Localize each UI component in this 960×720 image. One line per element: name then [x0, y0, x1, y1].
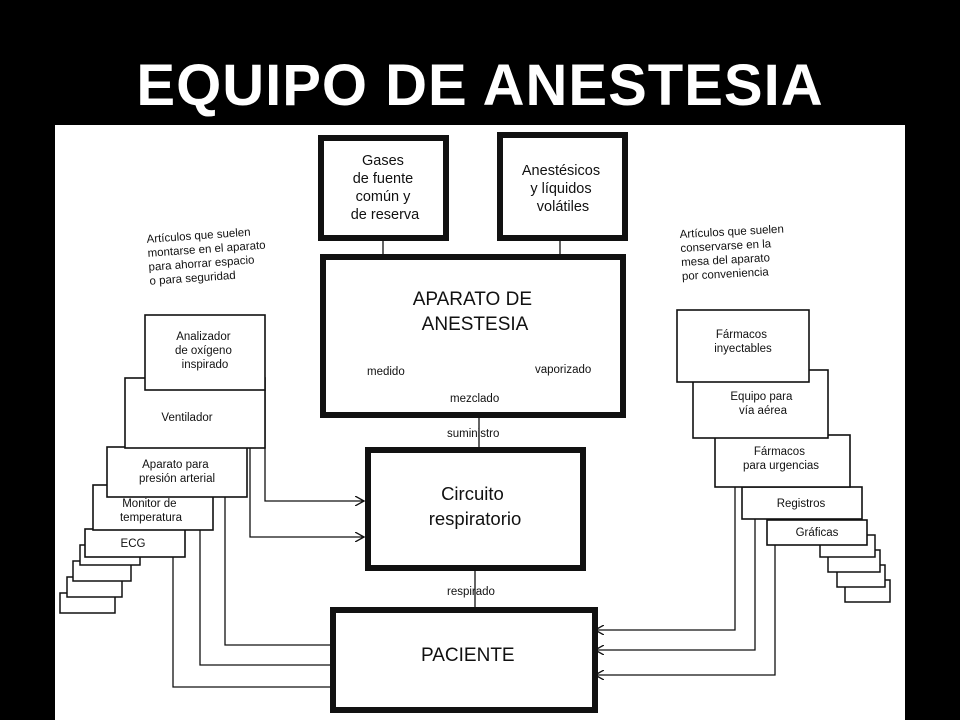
- svg-text:Anestésicos y líquidos: Anestésicos y líquidos volátiles: [522, 163, 604, 215]
- farmacos-line-2: inyectables: [714, 343, 772, 355]
- right-item-farmacos: [676, 309, 810, 383]
- box-anestesicos: [497, 132, 628, 241]
- analizador-line-3: inspirado: [182, 359, 229, 371]
- main-boxes: [318, 132, 628, 713]
- page-title: EQUIPO DE ANESTESIA: [136, 53, 824, 118]
- right-note-line-3: mesa del aparato: [681, 252, 770, 269]
- registros-label: Registros: [777, 498, 826, 510]
- analizador-line-1: Analizador: [176, 331, 231, 343]
- conn-equipo-paciente: [595, 470, 756, 650]
- right-items: [676, 309, 868, 546]
- left-stack-shadows: [59, 544, 141, 614]
- svg-text:Aparato para presión art: Aparato para presión arterial: [139, 459, 215, 485]
- anestesicos-line-1: Anestésicos: [522, 163, 600, 179]
- aparato-line-1: APARATO DE: [413, 289, 532, 310]
- graficas-label: Gráficas: [796, 527, 839, 539]
- svg-text:Monitor de temperatura: Monitor de temperatura: [120, 498, 183, 524]
- svg-text:Analizador de oxígeno: Analizador de oxígeno inspirado: [175, 331, 235, 371]
- circuito-line-1: Circuito: [441, 483, 504, 504]
- svg-text:Artículos que suelen mon: Artículos que suelen montarse en el apar…: [146, 225, 271, 287]
- box-gases: [318, 135, 449, 241]
- right-item-registros: [741, 486, 863, 520]
- right-note-line-1: Artículos que suelen: [679, 224, 784, 241]
- right-note-line-2: conservarse en la: [680, 238, 772, 255]
- urgencias-line-1: Fármacos: [754, 446, 805, 458]
- analizador-line-2: de oxígeno: [175, 345, 232, 357]
- equipo-line-2: vía aérea: [739, 405, 788, 417]
- conn-presion-paciente: [224, 497, 353, 645]
- svg-text:Artículos que suelen con: Artículos que suelen conservarse en la m…: [679, 223, 789, 283]
- right-note-line-4: por conveniencia: [682, 266, 770, 283]
- gases-line-2: de fuente: [353, 171, 413, 187]
- label-suministro: suministro: [447, 428, 499, 440]
- temperatura-line-2: temperatura: [120, 512, 183, 524]
- gases-line-1: Gases: [362, 153, 404, 169]
- svg-text:Circuito respiratorio: Circuito respiratorio: [429, 483, 522, 529]
- box-paciente: [330, 607, 598, 713]
- svg-text:Fármacos para urgencias: Fármacos para urgencias: [743, 446, 819, 472]
- label-respirado: respirado: [447, 586, 495, 598]
- label-vaporizado: vaporizado: [535, 364, 591, 376]
- temperatura-line-1: Monitor de: [122, 498, 176, 510]
- left-item-presion: [106, 446, 248, 498]
- anestesicos-line-2: y líquidos: [530, 181, 591, 197]
- label-mezclado: mezclado: [450, 393, 499, 405]
- left-item-analizador: [144, 314, 266, 391]
- svg-text:APARATO DE ANESTESIA: APARATO DE ANESTESIA: [413, 289, 538, 335]
- equipo-line-1: Equipo para: [730, 391, 793, 403]
- right-item-urgencias: [714, 434, 851, 488]
- labels: Gases de fuente común y de reserva Anest…: [120, 153, 839, 666]
- conn-ventilador-circuito: [249, 447, 364, 537]
- svg-text:Equipo para vía aérea: Equipo para vía aérea: [730, 391, 795, 417]
- conn-temperatura-paciente: [199, 530, 353, 665]
- ventilador-label: Ventilador: [161, 412, 212, 424]
- box-aparato: [320, 254, 626, 418]
- gases-line-3: común y: [356, 189, 412, 205]
- anestesicos-line-3: volátiles: [537, 199, 589, 215]
- urgencias-line-2: para urgencias: [743, 460, 819, 472]
- farmacos-line-1: Fármacos: [716, 329, 767, 341]
- circuito-line-2: respiratorio: [429, 508, 522, 529]
- svg-text:Gases de fuente co: Gases de fuente común y de reserva: [351, 153, 420, 223]
- paciente-label: PACIENTE: [421, 645, 515, 666]
- svg-text:Fármacos inyectables: Fármacos inyectables: [714, 329, 772, 355]
- left-item-ecg: [84, 528, 186, 558]
- label-medido: medido: [367, 366, 405, 378]
- aparato-line-2: ANESTESIA: [422, 314, 529, 335]
- gases-line-4: de reserva: [351, 207, 420, 223]
- presion-line-1: Aparato para: [142, 459, 209, 471]
- right-item-graficas: [766, 519, 868, 546]
- left-items: [84, 314, 266, 558]
- diagram-canvas: Gases de fuente común y de reserva Anest…: [59, 132, 891, 713]
- conn-farmacos-paciente: [595, 430, 736, 630]
- diagram-panel: Gases de fuente común y de reserva Anest…: [55, 125, 905, 720]
- box-circuito: [365, 447, 586, 571]
- conn-urgencias-paciente: [595, 520, 776, 675]
- ecg-label: ECG: [121, 538, 146, 550]
- conn-ecg-paciente: [172, 557, 353, 687]
- presion-line-2: presión arterial: [139, 473, 215, 485]
